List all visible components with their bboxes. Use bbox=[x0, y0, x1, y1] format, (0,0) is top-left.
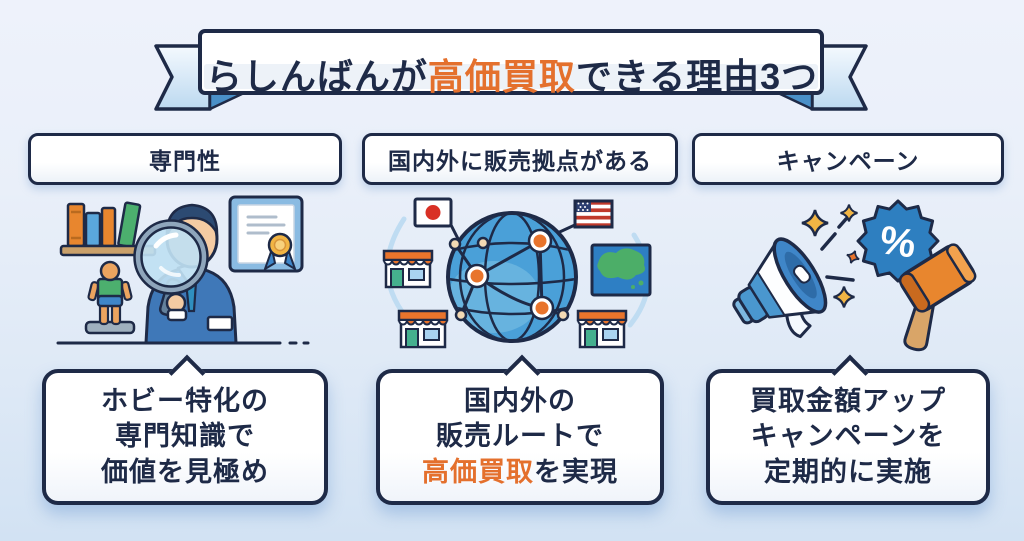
title-prefix: らしんばんが bbox=[205, 56, 428, 97]
illustration-campaign: % bbox=[732, 199, 977, 352]
network-node-small bbox=[476, 236, 490, 250]
column-global-network: 国内外に販売拠点がある bbox=[362, 133, 678, 510]
title-suffix: できる理由3つ bbox=[575, 56, 819, 97]
bubble-accent-text: 高価買取 bbox=[422, 456, 534, 487]
percent-badge-icon: % bbox=[856, 199, 940, 283]
bubble-expertise: ホビー特化の 専門知識で 価値を見極め bbox=[42, 354, 328, 505]
network-node-small bbox=[454, 308, 468, 322]
header-campaign: キャンペーン bbox=[692, 133, 1004, 185]
bookshelf-icon bbox=[59, 201, 157, 257]
storefront-icon bbox=[576, 309, 628, 349]
illustration-expert-appraiser bbox=[56, 195, 310, 345]
burst-dashes bbox=[820, 217, 855, 282]
bubble-line: 定期的に実施 bbox=[764, 456, 932, 487]
title-ribbon: らしんばんが高価買取できる理由3つ bbox=[148, 12, 874, 116]
ribbon-box-shade bbox=[204, 64, 818, 89]
bubble-campaign: 買取金額アップ キャンペーンを 定期的に実施 bbox=[706, 354, 990, 505]
bubble-line: キャンペーンを bbox=[750, 421, 946, 452]
percent-symbol: % bbox=[877, 218, 918, 267]
bubble-line: 国内外の bbox=[464, 386, 576, 417]
bubble-global-network: 国内外の 販売ルートで 高価買取を実現 bbox=[376, 354, 664, 505]
storefront-icon bbox=[397, 309, 449, 349]
ribbon-shape bbox=[154, 29, 868, 111]
bubble-line: 専門知識で bbox=[115, 421, 255, 452]
bubble-line: 価値を見極め bbox=[101, 456, 269, 487]
gavel-icon bbox=[898, 243, 977, 352]
bubble-rest-text: を実現 bbox=[534, 456, 618, 487]
storefront-icon bbox=[382, 249, 434, 289]
us-flag-icon bbox=[573, 199, 614, 229]
header-expertise: 専門性 bbox=[28, 133, 342, 185]
bubble-line: 販売ルートで bbox=[436, 421, 604, 452]
bubble-line: 高価買取を実現 bbox=[422, 455, 618, 490]
page-title: らしんばんが高価買取できる理由3つ bbox=[0, 43, 1024, 105]
header-global-network: 国内外に販売拠点がある bbox=[362, 133, 678, 185]
column-expertise: 専門性 bbox=[28, 133, 342, 510]
japan-flag-icon bbox=[413, 197, 453, 228]
globe-network-icon bbox=[446, 211, 578, 343]
bubble-line: ホビー特化の bbox=[101, 386, 269, 417]
title-accent: 高価買取 bbox=[427, 56, 576, 97]
figurine-icon bbox=[84, 260, 136, 335]
network-node-orange bbox=[464, 228, 555, 321]
appraiser-magnifier-icon bbox=[133, 203, 238, 345]
column-campaign: キャンペーン % bbox=[692, 133, 1004, 510]
megaphone-icon bbox=[732, 237, 828, 339]
bubble-line: 買取金額アップ bbox=[750, 386, 946, 417]
certificate-icon bbox=[228, 195, 304, 273]
asia-map-icon bbox=[590, 243, 652, 297]
network-node-small bbox=[448, 237, 462, 251]
network-node-small bbox=[556, 308, 570, 322]
illustration-global-network bbox=[382, 197, 652, 349]
